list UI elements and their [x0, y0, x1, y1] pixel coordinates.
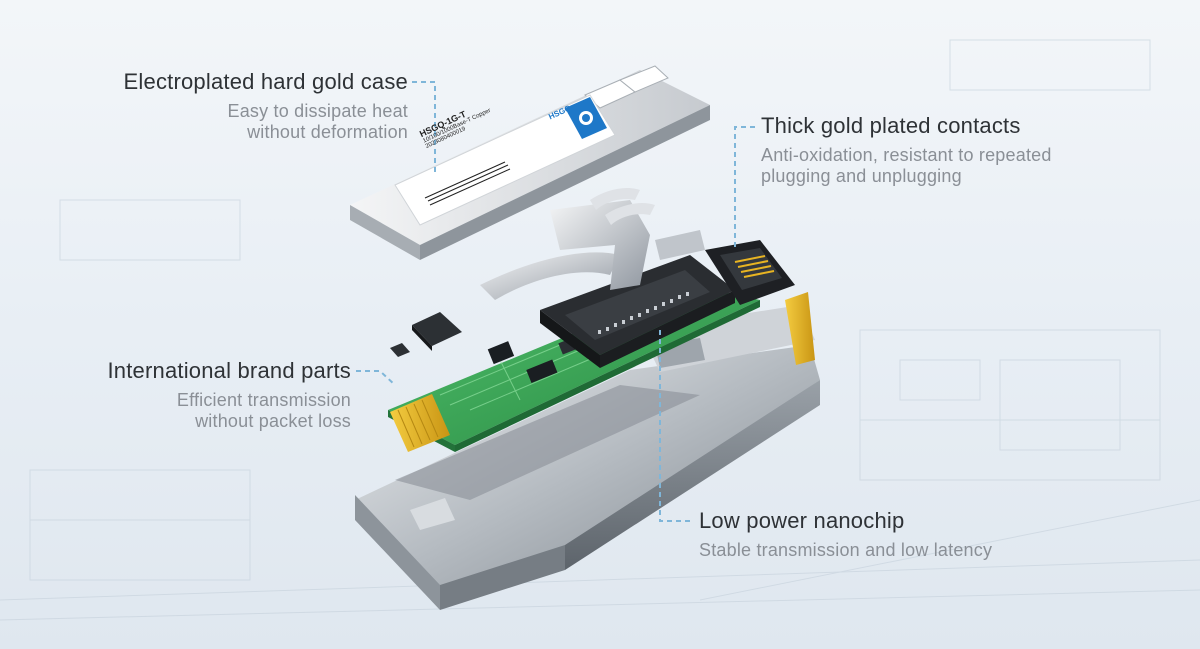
callout-title: Thick gold plated contacts [761, 113, 1021, 138]
callout-title: Electroplated hard gold case [123, 69, 408, 94]
callout-title: International brand parts [107, 358, 351, 383]
gold-case-lid [350, 65, 710, 260]
callout-desc: Stable transmission and low latency [699, 540, 993, 560]
callout-nanochip: Low power nanochip Stable transmission a… [699, 508, 1139, 561]
metal-cage [355, 292, 820, 610]
loose-components [390, 312, 462, 357]
metal-clips [480, 188, 705, 300]
callout-desc: Efficient transmission without packet lo… [176, 390, 351, 431]
callout-brand-parts: International brand parts Efficient tran… [20, 358, 351, 432]
callout-gold-case: Electroplated hard gold case Easy to dis… [30, 69, 408, 143]
callout-desc: Anti-oxidation, resistant to repeated pl… [761, 145, 1052, 186]
callout-title: Low power nanochip [699, 508, 905, 533]
callout-gold-contacts: Thick gold plated contacts Anti-oxidatio… [761, 113, 1181, 187]
nanochip-and-connector [540, 240, 795, 368]
leader-lines [356, 81, 755, 522]
callout-desc: Easy to dissipate heat without deformati… [227, 101, 408, 142]
